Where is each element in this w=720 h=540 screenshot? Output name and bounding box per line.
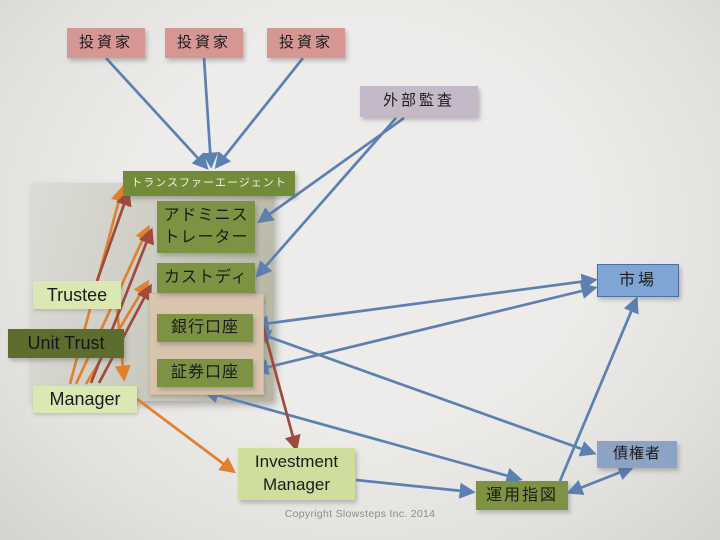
connector-investor3-to-transfer-agent bbox=[214, 57, 305, 169]
connector-audit-to-custody bbox=[255, 117, 398, 278]
node-operation-instruction: 運用指図 bbox=[476, 481, 568, 510]
node-creditor: 債権者 bbox=[597, 441, 677, 468]
node-bank-account: 銀行口座 bbox=[157, 314, 253, 342]
node-investor-2: 投資家 bbox=[165, 28, 243, 58]
connector-instruction-to-market bbox=[558, 296, 639, 482]
connector-bank-to-market bbox=[252, 273, 598, 332]
connector-trustee-to-transfer-agent bbox=[95, 189, 132, 282]
connector-manager-to-invmanager bbox=[136, 397, 237, 474]
connector-manager-to-custody-2 bbox=[97, 283, 152, 384]
node-transfer-agent: トランスファーエージェント bbox=[123, 171, 295, 196]
node-investment-manager: Investment Manager bbox=[238, 448, 355, 500]
node-investor-3: 投資家 bbox=[267, 28, 345, 58]
node-external-audit: 外部監査 bbox=[360, 86, 478, 117]
connector-investor2-to-transfer-agent bbox=[202, 57, 219, 169]
node-trustee: Trustee bbox=[33, 281, 121, 309]
connector-investor1-to-transfer-agent bbox=[105, 57, 209, 170]
node-investor-1: 投資家 bbox=[67, 28, 145, 58]
node-securities-account: 証券口座 bbox=[157, 359, 253, 387]
node-custody: カストディ bbox=[157, 263, 255, 293]
connector-invmanager-to-instruction bbox=[355, 478, 476, 499]
node-unit-trust: Unit Trust bbox=[8, 329, 124, 358]
connector-bank-to-creditor bbox=[254, 329, 597, 457]
copyright-text: Copyright Slowsteps Inc. 2014 bbox=[284, 508, 436, 520]
connector-securities-to-market bbox=[252, 283, 598, 375]
node-market: 市場 bbox=[597, 264, 679, 297]
connector-instruction-to-creditor bbox=[566, 465, 635, 495]
node-administrator: アドミニス トレーター bbox=[157, 201, 255, 253]
node-manager: Manager bbox=[33, 386, 137, 413]
